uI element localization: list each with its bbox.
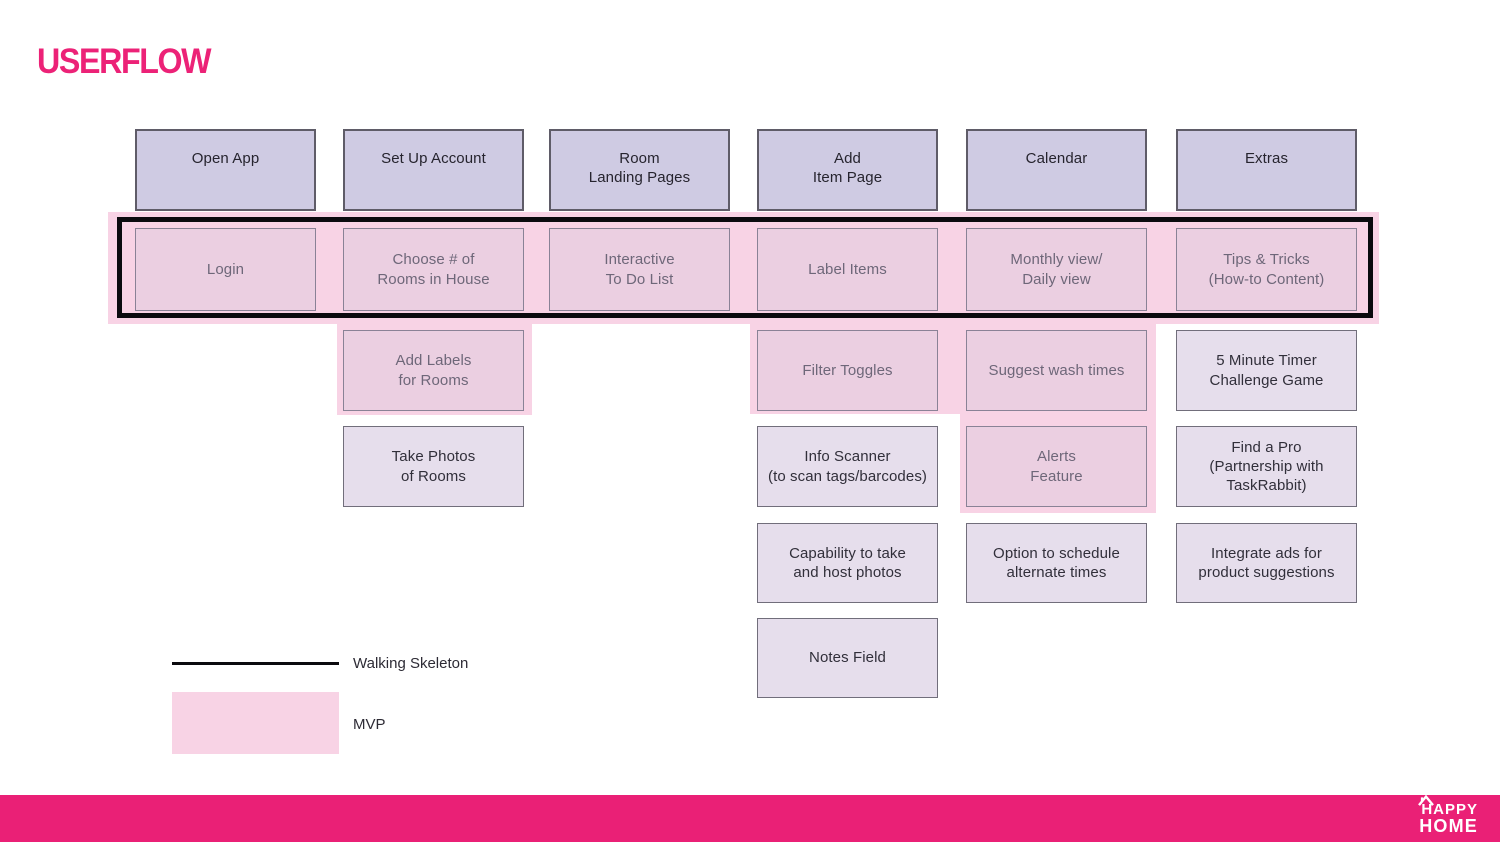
flow-box-label: Choose # of [392, 251, 475, 269]
flow-box-label: of Rooms [401, 467, 466, 485]
flow-box-label: Filter Toggles [802, 361, 893, 379]
flow-box-label: Suggest wash times [988, 361, 1125, 379]
flow-box-label: Room [619, 150, 660, 167]
happy-home-logo: HAPPY HOME [1418, 794, 1478, 837]
mvp-legend-label: MVP [353, 716, 386, 733]
flow-box-label: Alerts [1037, 448, 1076, 466]
walking-skeleton-legend-label: Walking Skeleton [353, 655, 469, 672]
flow-box-label: Landing Pages [588, 169, 691, 187]
flow-box-label: Item Page [812, 169, 883, 187]
flow-box-label: alternate times [1006, 564, 1107, 581]
flow-box-label: To Do List [605, 270, 674, 288]
flow-box-label: 5 Minute Timer [1216, 352, 1317, 370]
flow-box-label: Label Items [808, 260, 887, 278]
flow-box-label: Add Labels [395, 352, 472, 370]
brand-line-happy: HAPPY [1418, 794, 1478, 818]
house-roof-icon [1418, 794, 1435, 806]
flow-box-integrate-ads: Integrate ads for product suggestions [1176, 523, 1357, 603]
brand-line-home: HOME [1419, 816, 1478, 837]
flow-box-label: Calendar [1025, 150, 1088, 167]
flow-box-capability-photos: Capability to take and host photos [757, 523, 938, 603]
flow-box-label: Extras [1244, 150, 1289, 167]
flow-box-login: Login [135, 228, 316, 311]
page-title: USERFLOW [37, 42, 212, 81]
flow-box-notes-field: Notes Field [757, 618, 938, 698]
mvp-region [108, 212, 1379, 324]
flow-box-label-items: Label Items [757, 228, 938, 311]
flow-box-monthly-daily-view: Monthly view/Daily view [966, 228, 1147, 311]
flow-box-label: for Rooms [398, 371, 469, 389]
flow-box-label: (Partnership with [1209, 457, 1324, 475]
flow-box-extras: Extras [1176, 129, 1357, 211]
flow-box-label: Monthly view/ [1010, 251, 1103, 269]
flow-box-label: Feature [1030, 467, 1083, 485]
walking-skeleton-outline [117, 217, 1373, 318]
flow-box-label: Take Photos [391, 448, 476, 466]
flow-box-info-scanner: Info Scanner(to scan tags/barcodes) [757, 426, 938, 507]
flow-box-label: Capability to take [789, 544, 906, 562]
flow-box-label: product suggestions [1198, 564, 1335, 581]
walking-skeleton-legend-line [172, 662, 339, 665]
flow-box-label: Add [834, 150, 861, 167]
flow-box-schedule-alternate: Option to schedule alternate times [966, 523, 1147, 603]
flow-box-label: and host photos [793, 564, 902, 581]
flow-box-label: Option to schedule [993, 544, 1120, 562]
flow-box-label: Info Scanner [804, 448, 891, 466]
flow-box-label: TaskRabbit) [1226, 477, 1307, 495]
flow-box-label: Notes Field [809, 649, 886, 667]
flow-box-tips-and-tricks: Tips & Tricks(How-to Content) [1176, 228, 1357, 311]
flow-box-label: Daily view [1022, 270, 1091, 288]
flow-box-label: Set Up Account [381, 150, 486, 167]
flow-box-set-up-account: Set Up Account [343, 129, 524, 211]
flow-box-label: Challenge Game [1209, 371, 1324, 389]
flow-box-label: Integrate ads for [1211, 544, 1322, 562]
flow-box-label: Find a Pro [1231, 438, 1302, 456]
flow-box-label: Open App [191, 150, 260, 167]
flow-box-label: Login [206, 260, 245, 278]
flow-box-filter-toggles: Filter Toggles [757, 330, 938, 411]
flow-box-label: Interactive [604, 251, 675, 269]
flow-box-suggest-wash-times: Suggest wash times [966, 330, 1147, 411]
flow-box-label: Tips & Tricks [1223, 251, 1310, 269]
flow-box-calendar: Calendar [966, 129, 1147, 211]
flow-box-label: (to scan tags/barcodes) [767, 467, 928, 485]
flow-box-open-app: Open App [135, 129, 316, 211]
flow-box-label: (How-to Content) [1208, 270, 1325, 288]
footer-bar: HAPPY HOME [0, 794, 1500, 842]
mvp-legend-swatch [172, 692, 339, 754]
flow-box-label: Rooms in House [377, 270, 490, 288]
